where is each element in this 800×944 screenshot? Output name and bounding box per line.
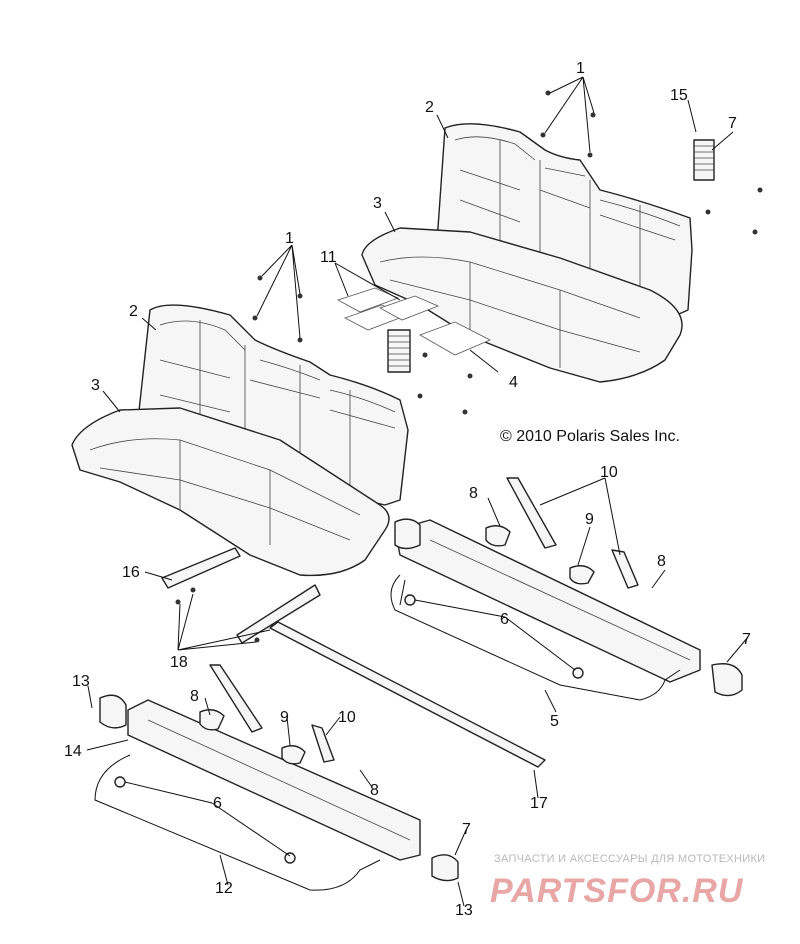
foam-pads <box>336 287 491 356</box>
callout-15: 15 <box>670 87 688 104</box>
callout-12: 12 <box>215 880 233 897</box>
callout-11: 11 <box>320 249 337 266</box>
callout-3: 3 <box>91 377 100 394</box>
callout-8: 8 <box>370 782 379 799</box>
seat-back-upper <box>436 123 693 319</box>
callout-10: 10 <box>600 464 618 481</box>
callout-3: 3 <box>373 195 382 212</box>
callout-8: 8 <box>190 688 199 705</box>
callout-13: 13 <box>455 902 473 919</box>
seat-latch-spring <box>387 139 715 373</box>
support-rod <box>269 621 546 768</box>
seat-cushion-upper <box>361 227 683 383</box>
callout-6: 6 <box>213 795 222 812</box>
seat-belt-upper <box>485 477 639 589</box>
leader-lines <box>86 76 749 907</box>
seat-frame-lower <box>94 694 459 891</box>
callout-1: 1 <box>576 60 585 77</box>
callout-9: 9 <box>585 511 594 528</box>
callout-8: 8 <box>469 485 478 502</box>
callout-17: 17 <box>530 795 548 812</box>
callout-4: 4 <box>509 374 518 391</box>
callout-1: 1 <box>285 230 294 247</box>
callout-18: 18 <box>170 654 188 671</box>
callout-2: 2 <box>425 99 434 116</box>
watermark: ЗАПЧАСТИ И АКСЕССУАРЫ ДЛЯ МОТОТЕХНИКИ PA… <box>490 853 765 910</box>
copyright-text: © 2010 Polaris Sales Inc. <box>500 428 680 445</box>
watermark-tagline: ЗАПЧАСТИ И АКСЕССУАРЫ ДЛЯ МОТОТЕХНИКИ <box>494 853 765 865</box>
seat-cushion-lower <box>71 407 390 577</box>
callout-2: 2 <box>129 303 138 320</box>
callout-9: 9 <box>280 709 289 726</box>
seat-frame-upper <box>390 518 743 701</box>
watermark-brand: PARTSFOR.RU <box>490 872 744 910</box>
callout-7: 7 <box>742 631 751 648</box>
mount-brackets <box>161 547 321 644</box>
callout-10: 10 <box>338 709 356 726</box>
callout-14: 14 <box>64 743 82 760</box>
callout-8: 8 <box>657 553 666 570</box>
callout-13: 13 <box>72 673 90 690</box>
callout-16: 16 <box>122 564 140 581</box>
callout-labels: 1 2 3 15 7 1 11 2 4 3 10 8 9 8 16 6 7 18… <box>64 60 751 919</box>
seat-belt-lower <box>199 664 335 765</box>
callout-5: 5 <box>550 713 559 730</box>
callout-6: 6 <box>500 611 509 628</box>
callout-7: 7 <box>728 115 737 132</box>
bolts <box>175 90 763 643</box>
callout-7: 7 <box>462 821 471 838</box>
